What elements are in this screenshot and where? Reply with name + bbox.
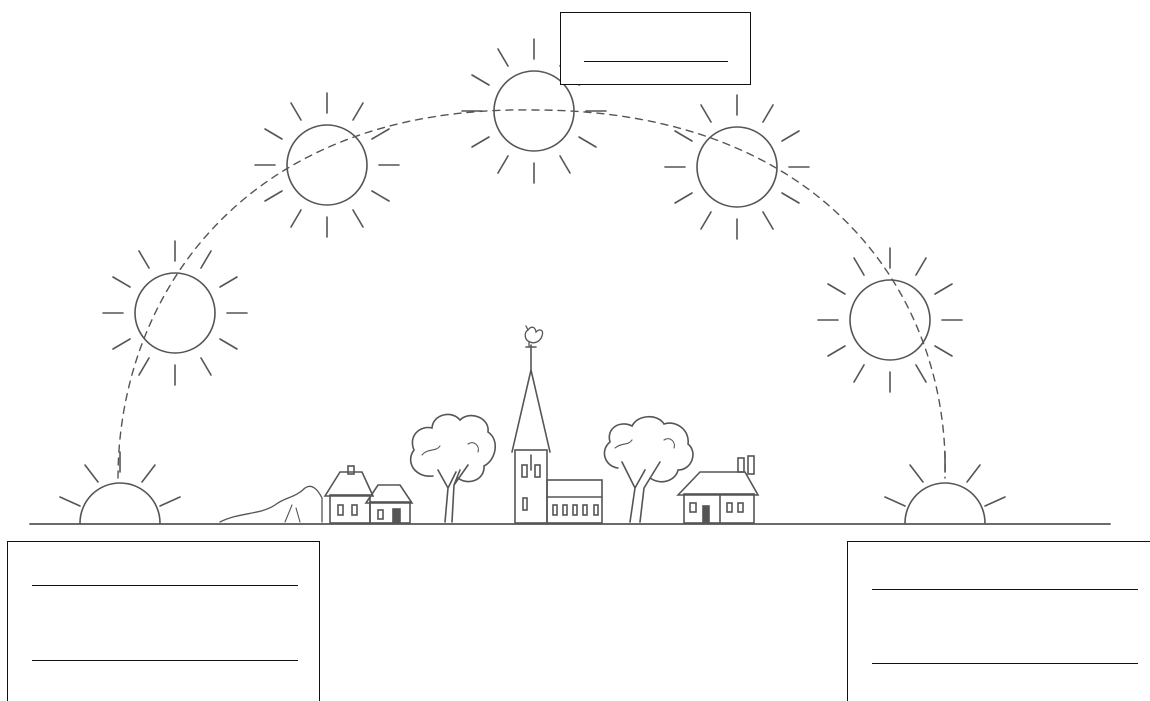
tree-left-icon (411, 414, 496, 522)
sunrise-answer-box[interactable] (7, 541, 320, 701)
sunset-answer-line-1[interactable] (872, 589, 1138, 590)
sun-path-arc (118, 110, 945, 478)
noon-answer-box[interactable] (560, 12, 751, 85)
sunrise-answer-line-2[interactable] (32, 660, 298, 661)
sunrise-sun-icon (60, 452, 180, 523)
noon-answer-line[interactable] (584, 61, 728, 62)
afternoon-high-sun-icon (665, 95, 809, 239)
afternoon-low-sun-icon (818, 248, 962, 392)
tree-right-icon (604, 417, 693, 522)
bush-icon (220, 486, 322, 522)
morning-low-sun-icon (103, 241, 247, 385)
morning-high-sun-icon (255, 93, 399, 237)
sunset-answer-box[interactable] (847, 541, 1150, 701)
sunset-sun-icon (885, 452, 1005, 523)
church-icon (512, 345, 602, 523)
house-right-icon (678, 456, 758, 523)
house-left-icon (325, 466, 412, 523)
sunset-answer-line-2[interactable] (872, 663, 1138, 664)
sunrise-answer-line-1[interactable] (32, 585, 298, 586)
weathervane-rooster-icon (525, 326, 542, 346)
